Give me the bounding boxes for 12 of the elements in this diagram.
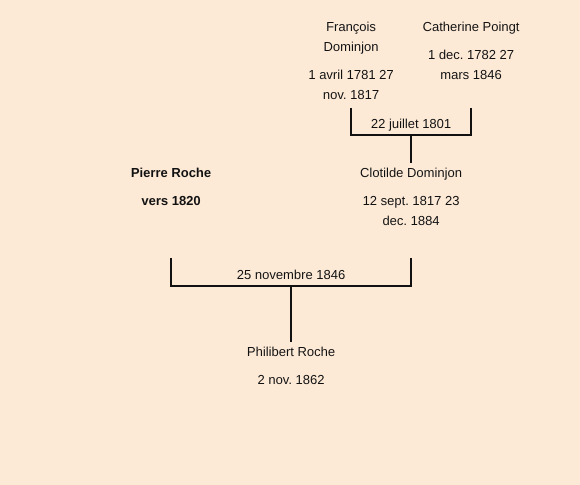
person-name: François Dominjon xyxy=(322,18,380,56)
connector-line xyxy=(290,258,412,342)
person-name: Philibert Roche xyxy=(246,343,336,361)
life-dates: 1 avril 1781 27 nov. 1817 xyxy=(307,66,395,104)
person-name: Clotilde Dominjon xyxy=(359,164,463,182)
connector-line xyxy=(410,108,472,163)
life-dates: 1 dec. 1782 27 mars 1846 xyxy=(426,46,516,84)
person-name: Pierre Roche xyxy=(130,164,212,182)
life-dates: 12 sept. 1817 23 dec. 1884 xyxy=(362,192,460,230)
life-dates: 2 nov. 1862 xyxy=(256,371,326,389)
life-dates: vers 1820 xyxy=(140,192,202,210)
person-name: Catherine Poingt xyxy=(422,18,520,36)
